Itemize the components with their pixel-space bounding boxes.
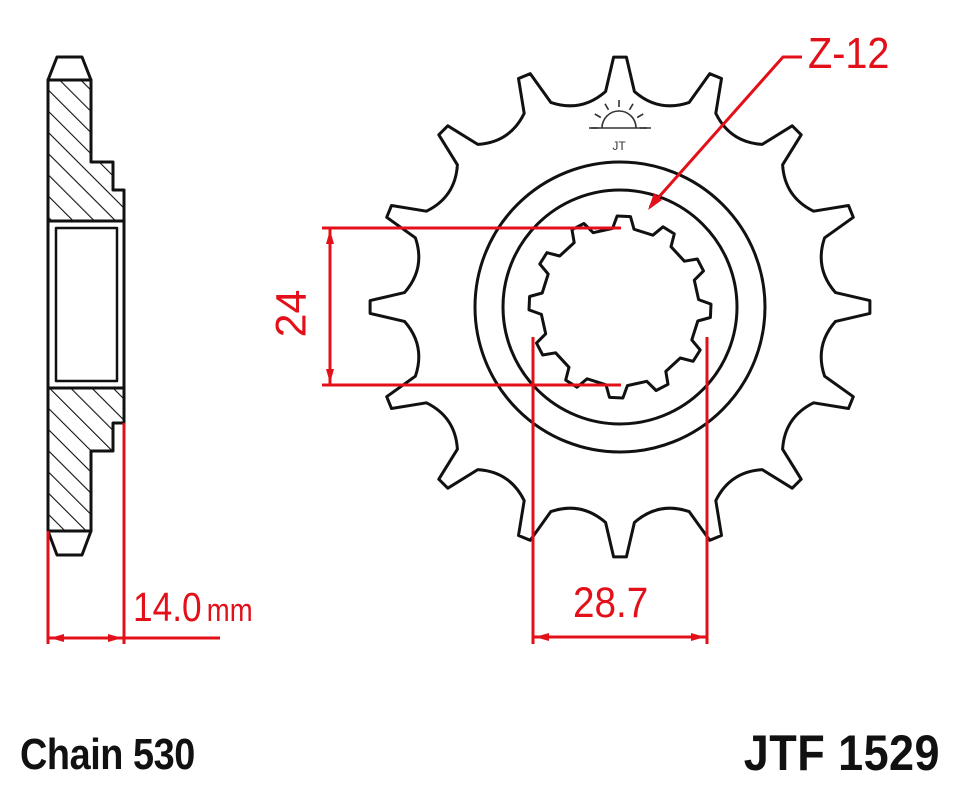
teeth-leader-arrow xyxy=(648,193,662,210)
sprocket-outer-teeth xyxy=(368,55,872,559)
dimension-lines xyxy=(46,55,802,644)
spline-bore xyxy=(527,214,713,400)
logo-glyph: JT xyxy=(612,139,626,153)
part-number-label: JTF 1529 xyxy=(743,725,940,781)
spline-diameter-label: 28.7 xyxy=(573,579,649,627)
side-bore-inner xyxy=(54,226,119,383)
thickness-unit: mm xyxy=(206,592,253,628)
teeth-leader-line xyxy=(648,55,802,208)
side-bottom-tooth xyxy=(46,529,93,557)
spline-teeth-label: Z-12 xyxy=(808,29,890,78)
bore-arrow-top xyxy=(326,230,334,244)
side-view-section xyxy=(46,55,126,557)
spline-arrow-right xyxy=(691,633,705,641)
sun-rising-logo-icon: JT xyxy=(589,100,651,153)
thickness-arrow-left xyxy=(50,634,64,642)
thickness-arrow-right xyxy=(108,634,122,642)
side-bottom-body-hatched xyxy=(46,386,126,533)
spline-arrow-left xyxy=(535,633,549,641)
front-view: JT xyxy=(368,55,872,559)
spline-across-flats-label: 24 xyxy=(267,289,316,338)
side-top-body-hatched xyxy=(46,78,126,223)
bore-arrow-bottom xyxy=(326,369,334,383)
hub-inner-ring xyxy=(501,188,739,426)
chain-size-label: Chain 530 xyxy=(20,730,195,779)
side-top-tooth xyxy=(46,55,93,82)
hub-outer-ring xyxy=(473,160,767,454)
thickness-value: 14.0 xyxy=(133,584,202,630)
